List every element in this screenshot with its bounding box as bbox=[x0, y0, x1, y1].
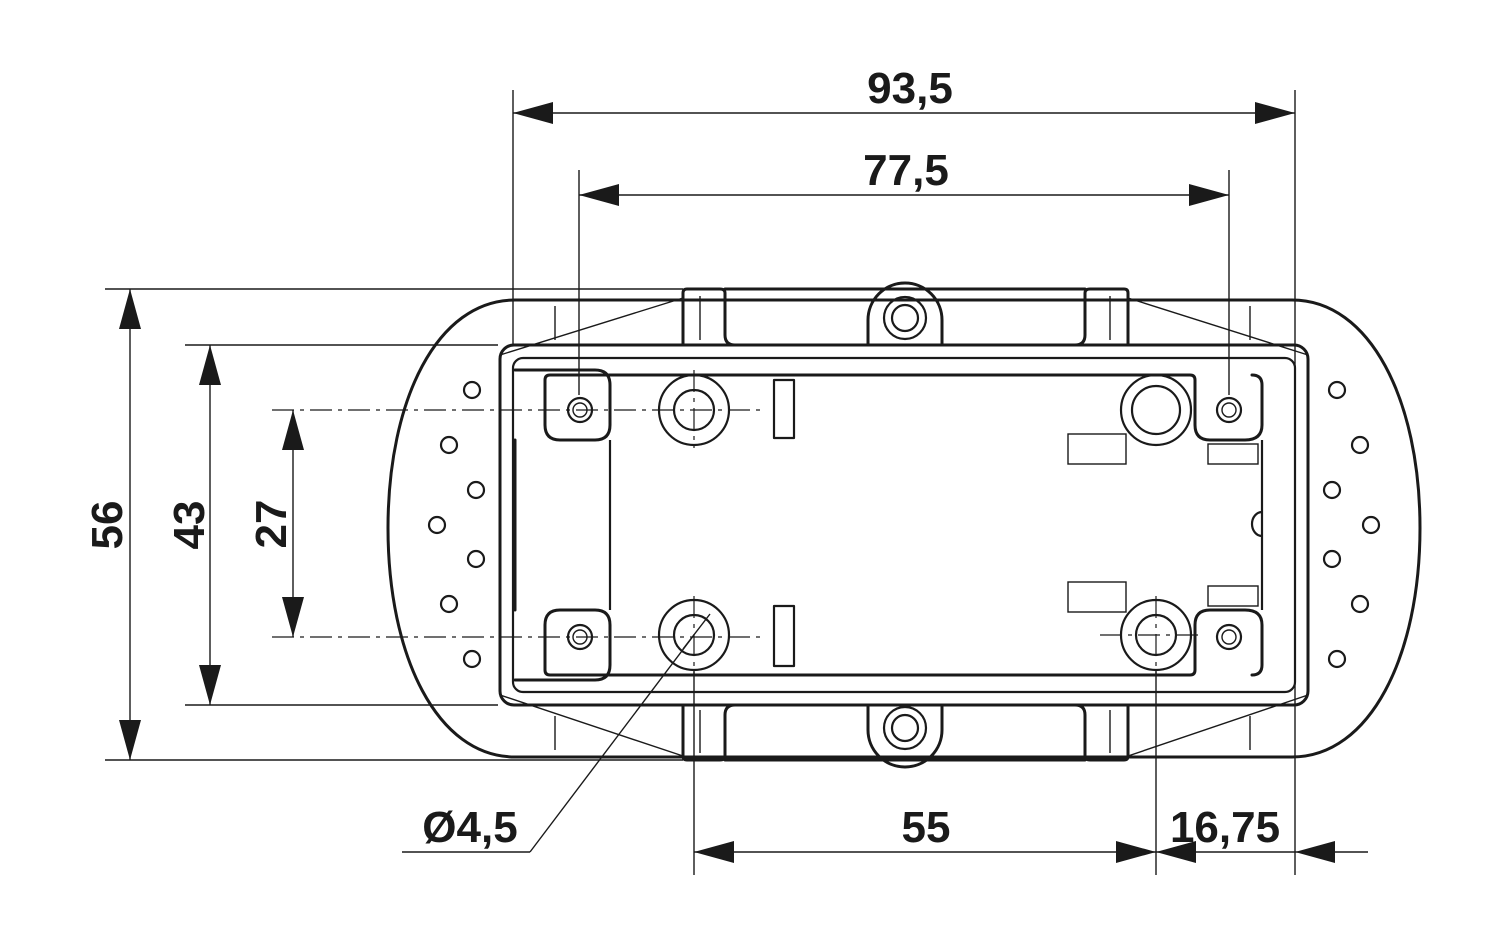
dim-label-hole-diameter: Ø4,5 bbox=[422, 803, 517, 852]
top-lug bbox=[681, 281, 1130, 347]
dim-inner-height: 43 bbox=[165, 345, 221, 705]
dim-frame-width: 55 bbox=[694, 803, 1156, 863]
bottom-lug bbox=[681, 703, 1130, 769]
dim-label-inner-height: 43 bbox=[165, 501, 214, 550]
dim-label-hole-spacing-width: 77,5 bbox=[863, 146, 949, 195]
inner-cavity bbox=[513, 368, 1264, 682]
center-lines bbox=[272, 370, 1200, 674]
mounting-holes bbox=[566, 373, 1243, 672]
dim-overall-height: 56 bbox=[83, 289, 141, 760]
dim-hole-diameter: Ø4,5 bbox=[402, 613, 711, 853]
dim-overall-width: 93,5 bbox=[513, 64, 1295, 124]
dim-label-overall-height: 56 bbox=[83, 501, 132, 550]
dim-label-flange-offset: 16,75 bbox=[1170, 803, 1280, 852]
flange-holes bbox=[427, 380, 1381, 669]
dim-hole-spacing-height: 27 bbox=[247, 410, 304, 637]
extension-lines bbox=[105, 90, 1296, 875]
dim-flange-offset: 16,75 bbox=[1156, 803, 1368, 863]
dim-label-overall-width: 93,5 bbox=[867, 64, 953, 113]
dim-hole-spacing-width: 77,5 bbox=[579, 146, 1229, 206]
dim-label-frame-width: 55 bbox=[902, 803, 951, 852]
housing-frame bbox=[498, 297, 1310, 757]
dim-label-hole-spacing-height: 27 bbox=[247, 500, 296, 549]
flange-plate bbox=[386, 298, 1422, 759]
